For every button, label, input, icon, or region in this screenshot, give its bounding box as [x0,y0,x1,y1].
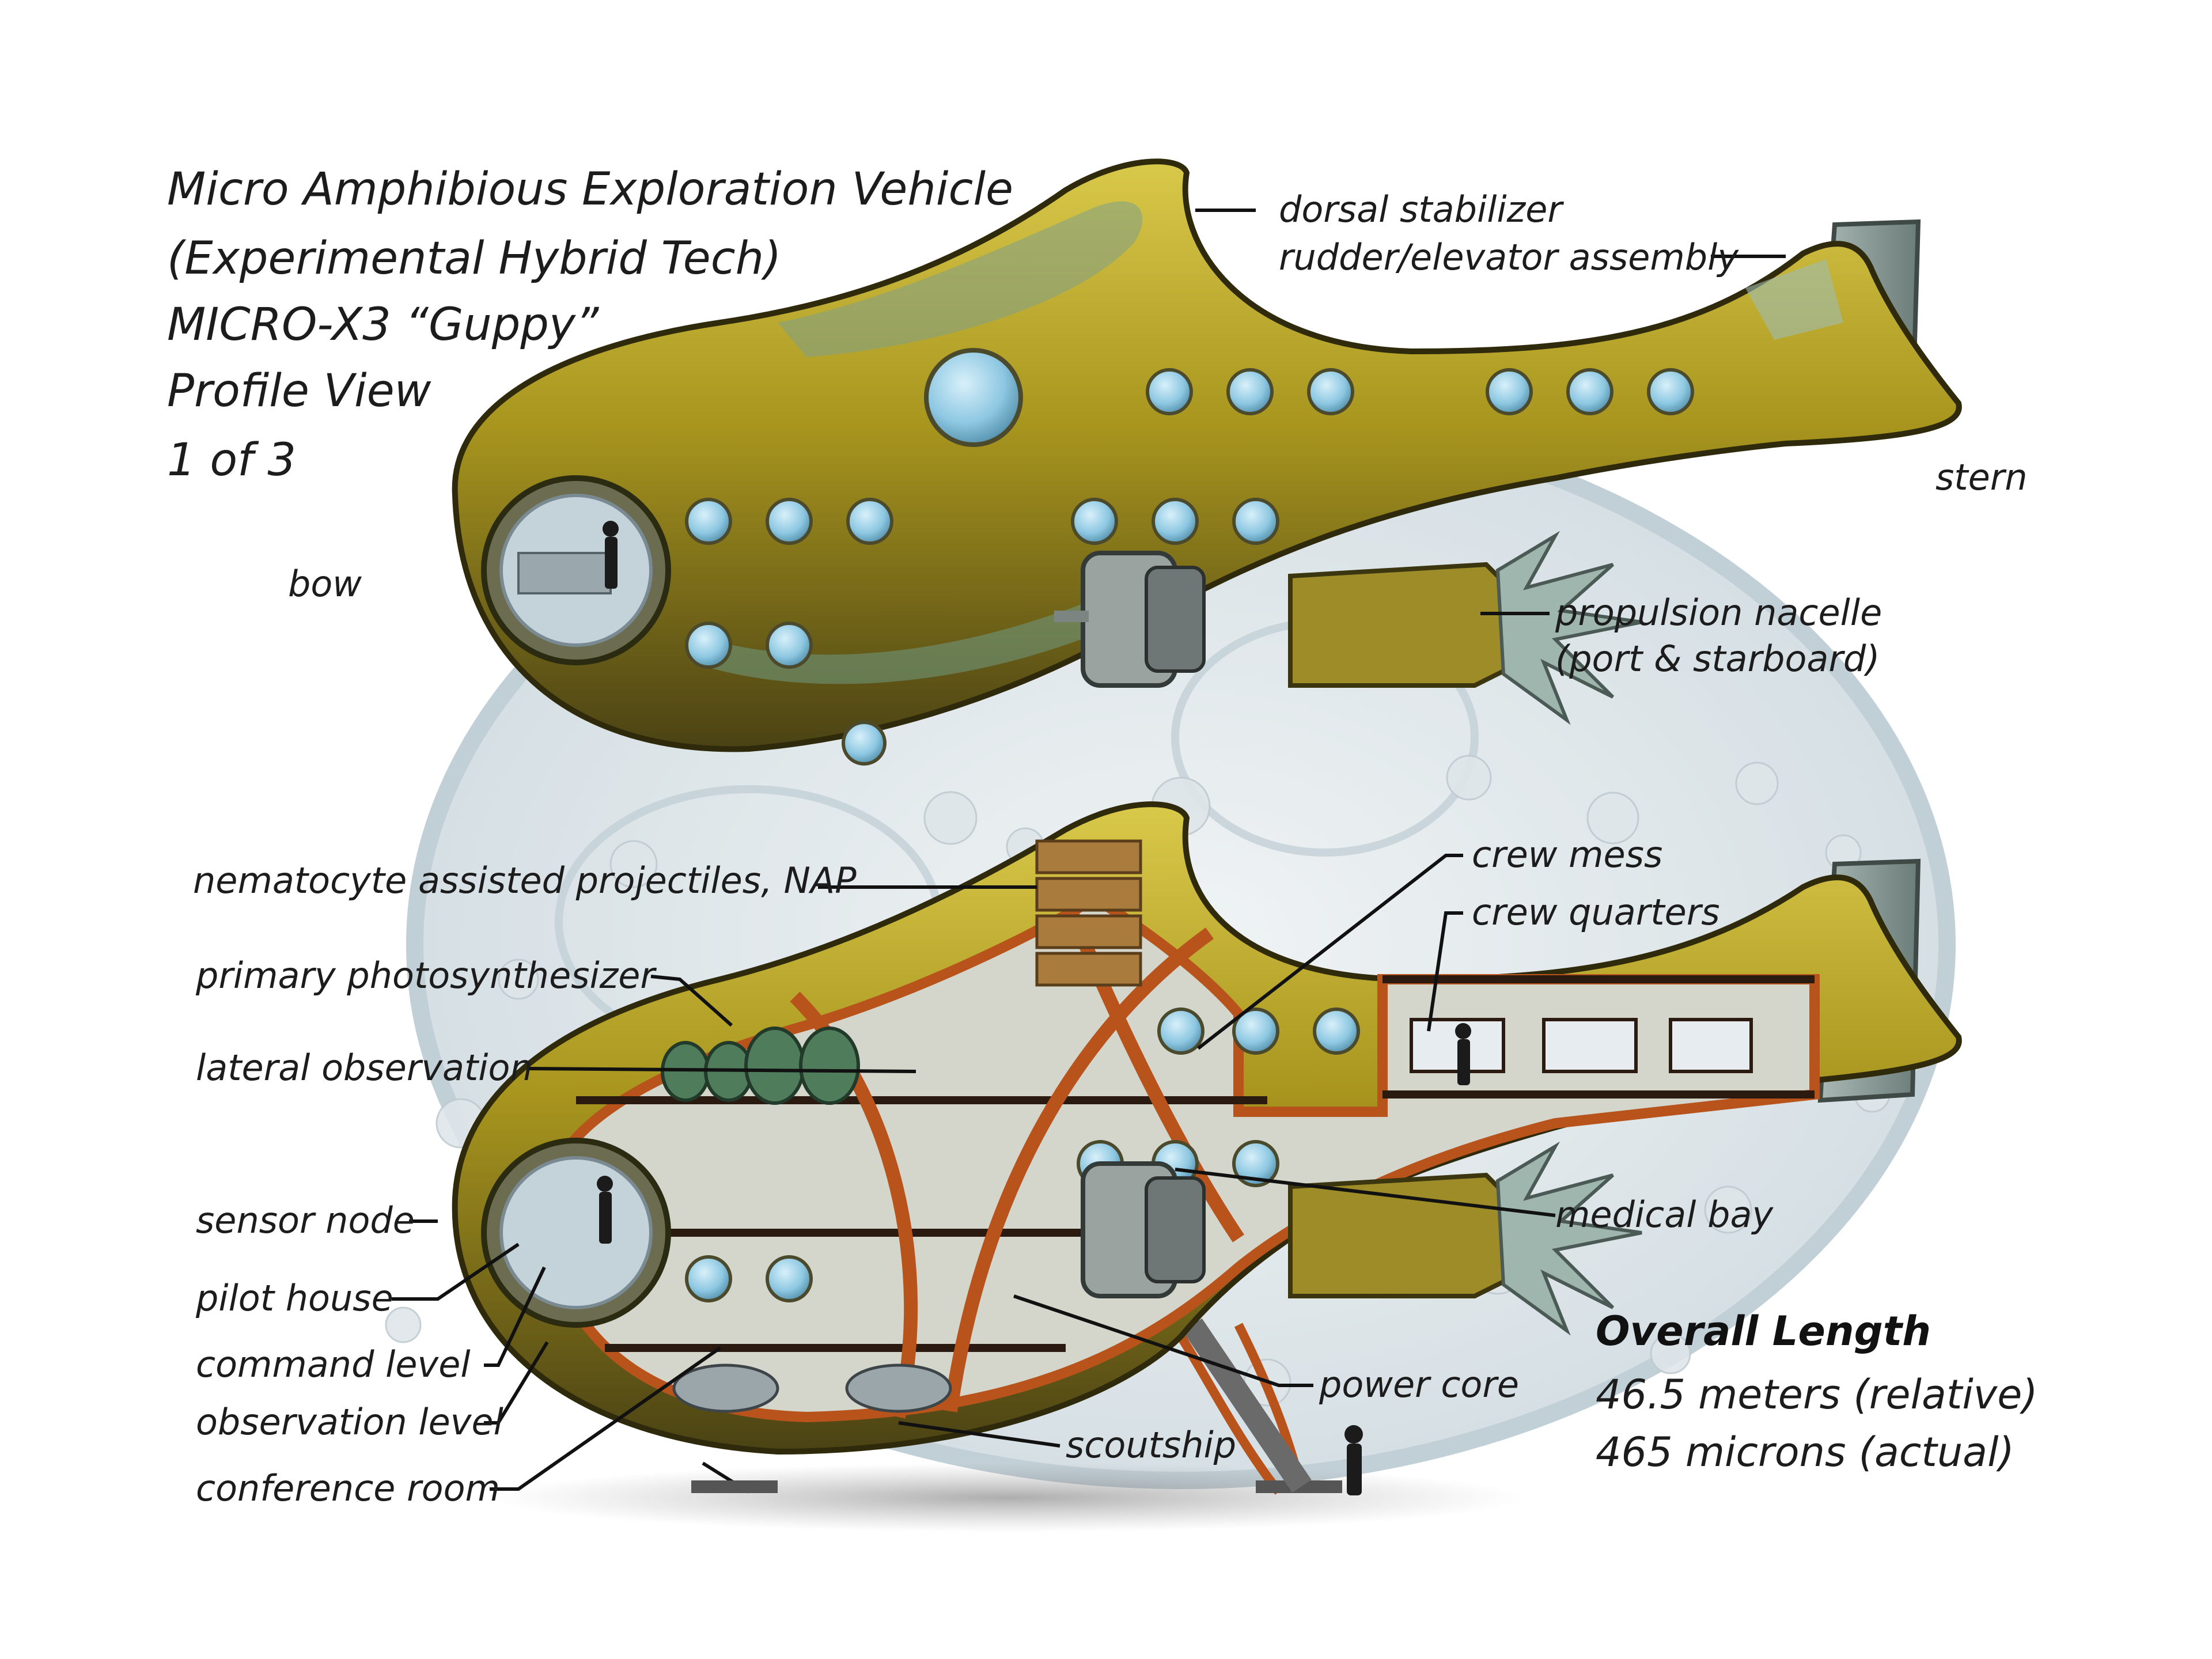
ground-shadow [490,1463,1527,1532]
spec-length-relative: 46.5 meters (relative) [1596,1371,2038,1418]
label-rudder-elevator: rudder/elevator assembly [1279,236,1739,278]
label-photosynthesizer: primary photosynthesizer [195,955,657,997]
title-line-5: 1 of 3 [167,434,296,486]
cutaway-callouts-left: nematocyte assisted projectiles, NAP pri… [193,859,857,1509]
label-propulsion-line-2: (port & starboard) [1555,638,1880,680]
label-crew-mess: crew mess [1472,834,1662,876]
label-command-level: command level [196,1343,471,1385]
label-medical-bay: medical bay [1555,1194,1774,1236]
spec-length-actual: 465 microns (actual) [1596,1429,2014,1476]
nap-tubes [1035,839,1142,987]
cutaway-callouts-right: crew mess crew quarters medical bay powe… [1066,834,1774,1466]
label-dorsal-stabilizer: dorsal stabilizer [1279,188,1564,230]
cutaway-propulsion-nacelle [1081,1141,1642,1336]
title-line-1: Micro Amphibious Exploration Vehicle [167,164,1013,215]
label-scoutship: scoutship [1066,1424,1236,1466]
label-pilot-house: pilot house [195,1277,393,1319]
profile-hull [452,158,1962,752]
portholes [685,368,1694,766]
label-stern: stern [1936,456,2028,498]
label-crew-quarters: crew quarters [1472,891,1720,933]
bow-figure-icon [603,521,619,589]
photosynthesizer-pods [661,1027,860,1105]
title-line-2: (Experimental Hybrid Tech) [167,233,781,285]
title-block: Micro Amphibious Exploration Vehicle (Ex… [167,164,1013,486]
label-conference-room: conference room [196,1467,500,1509]
label-sensor-node: sensor node [196,1199,415,1241]
title-line-4: Profile View [167,365,431,417]
spec-heading: Overall Length [1596,1308,1931,1355]
label-propulsion-line-1: propulsion nacelle [1555,592,1882,634]
label-nap: nematocyte assisted projectiles, NAP [193,859,857,902]
cutaway-view-vehicle [452,801,1962,1495]
large-porthole [924,348,1023,447]
profile-callouts: dorsal stabilizer rudder/elevator assemb… [288,188,2028,680]
title-line-3: MICRO-X3 “Guppy” [167,299,599,351]
scoutships [672,1363,952,1413]
label-observation-level: observation level [196,1401,503,1443]
profile-view-vehicle [452,158,1962,766]
pilot-figure-icon [597,1176,613,1244]
spec-block: Overall Length 46.5 meters (relative) 46… [1596,1308,2038,1476]
propulsion-nacelle [1054,531,1642,725]
label-lateral-observation: lateral observation [196,1047,533,1089]
crew-figure-icon [1455,1023,1471,1085]
ground-figure-icon [1344,1425,1363,1495]
label-power-core: power core [1319,1363,1519,1406]
leader-lines [392,209,1786,1491]
label-bow: bow [288,563,362,605]
